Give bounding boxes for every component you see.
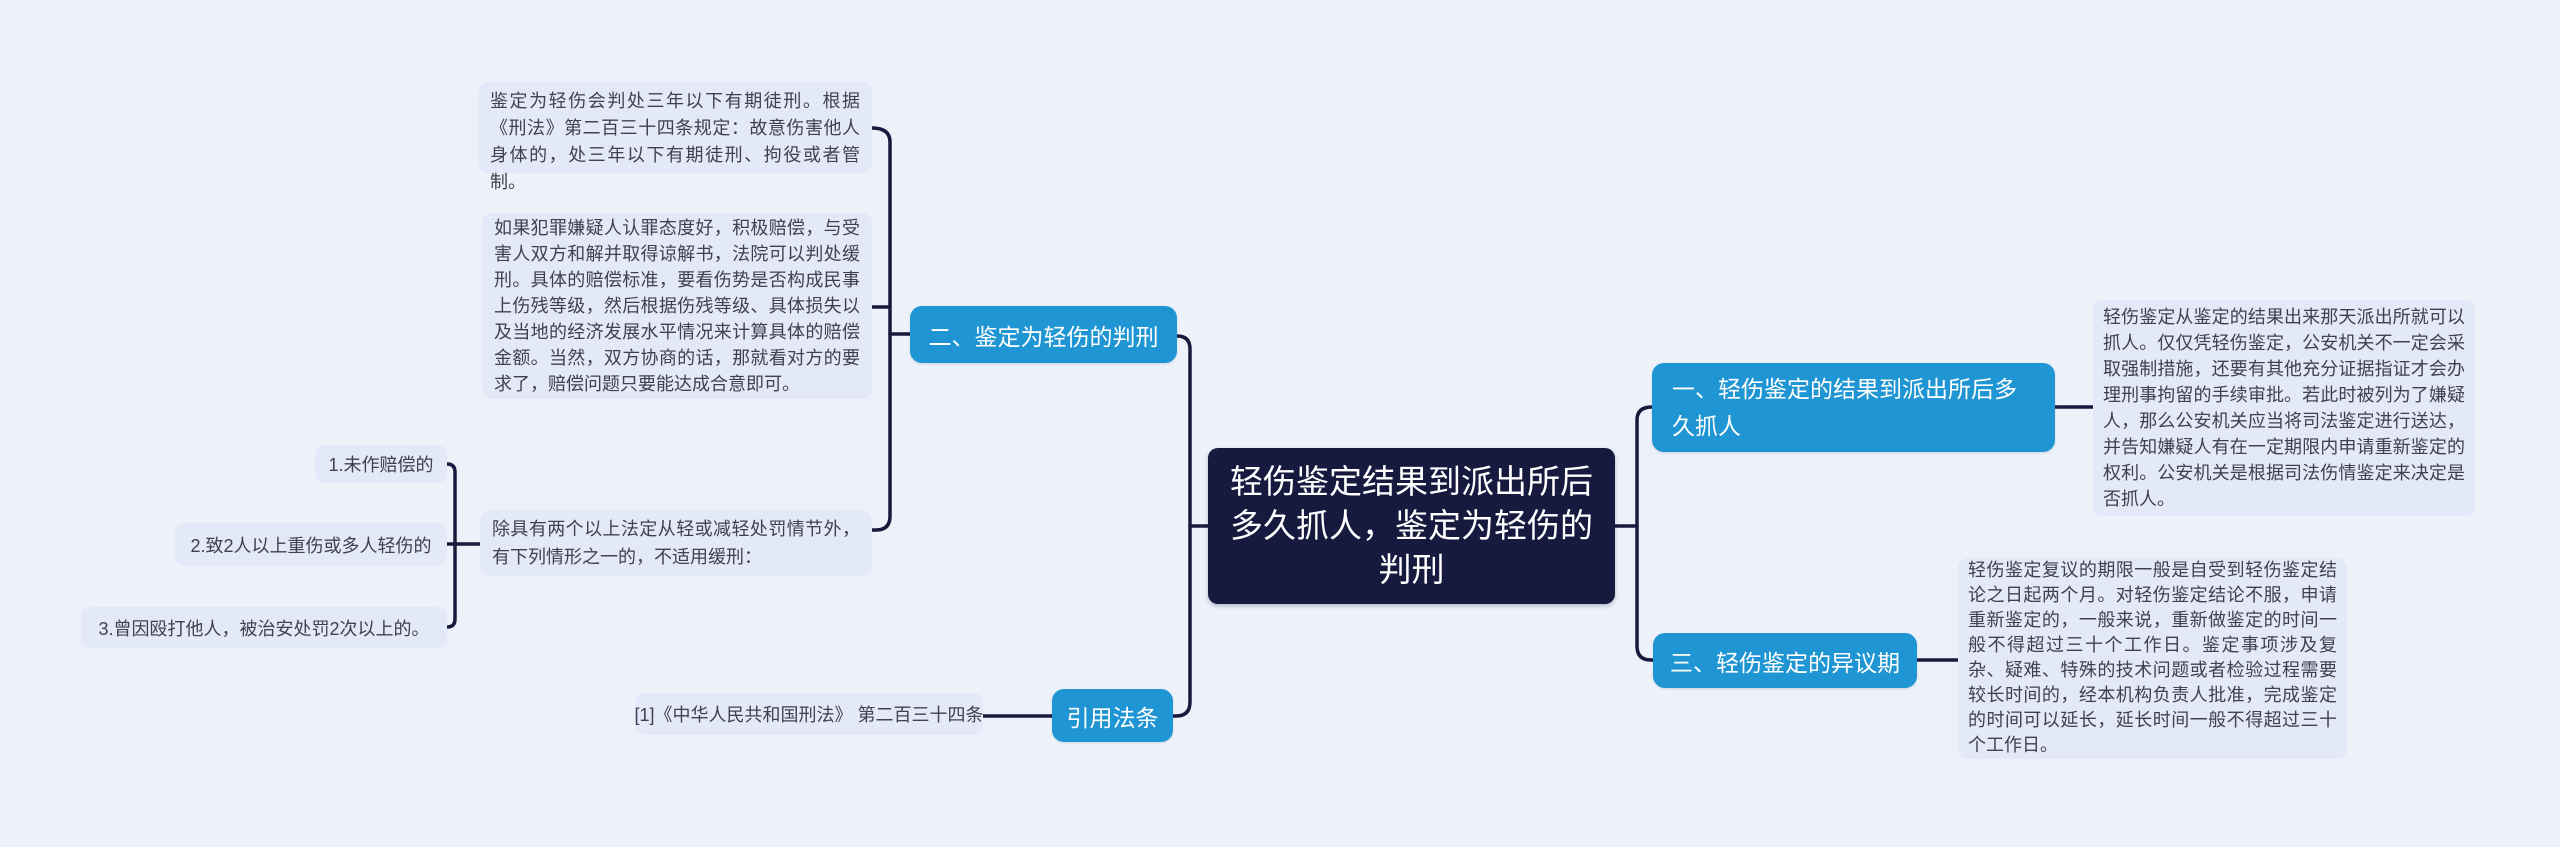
note-citation[interactable]: [1]《中华人民共和国刑法》 第二百三十四条	[635, 693, 984, 735]
branch-node-citation[interactable]: 引用法条	[1052, 689, 1173, 742]
note-item-3[interactable]: 3.曾因殴打他人，被治安处罚2次以上的。	[81, 607, 447, 648]
central-topic[interactable]: 轻伤鉴定结果到派出所后多久抓人，鉴定为轻伤的判刑	[1208, 448, 1615, 604]
note-no-probation[interactable]: 除具有两个以上法定从轻或减轻处罚情节外，有下列情形之一的，不适用缓刑：	[480, 510, 872, 576]
connector-left-trunk	[1171, 334, 1192, 718]
branch-node-objection[interactable]: 三、轻伤鉴定的异议期	[1653, 633, 1917, 688]
note-arrest[interactable]: 轻伤鉴定从鉴定的结果出来那天派出所就可以抓人。仅仅凭轻伤鉴定，公安机关不一定会采…	[2093, 300, 2475, 516]
note-penalty[interactable]: 鉴定为轻伤会判处三年以下有期徒刑。根据《刑法》第二百三十四条规定：故意伤害他人身…	[478, 82, 872, 192]
note-compensation[interactable]: 如果犯罪嫌疑人认罪态度好，积极赔偿，与受害人双方和解并取得谅解书，法院可以判处缓…	[482, 213, 872, 399]
branch-node-arrest[interactable]: 一、轻伤鉴定的结果到派出所后多久抓人	[1652, 363, 2055, 452]
branch-node-sentence[interactable]: 二、鉴定为轻伤的判刑	[910, 306, 1177, 363]
connector-sentence-trunk	[870, 126, 892, 532]
note-item-2[interactable]: 2.致2人以上重伤或多人轻伤的	[175, 523, 447, 566]
note-objection[interactable]: 轻伤鉴定复议的期限一般是自受到轻伤鉴定结论之日起两个月。对轻伤鉴定结论不服，申请…	[1958, 558, 2347, 759]
note-item-1[interactable]: 1.未作赔偿的	[315, 445, 447, 483]
connector-right-trunk	[1635, 405, 1655, 662]
